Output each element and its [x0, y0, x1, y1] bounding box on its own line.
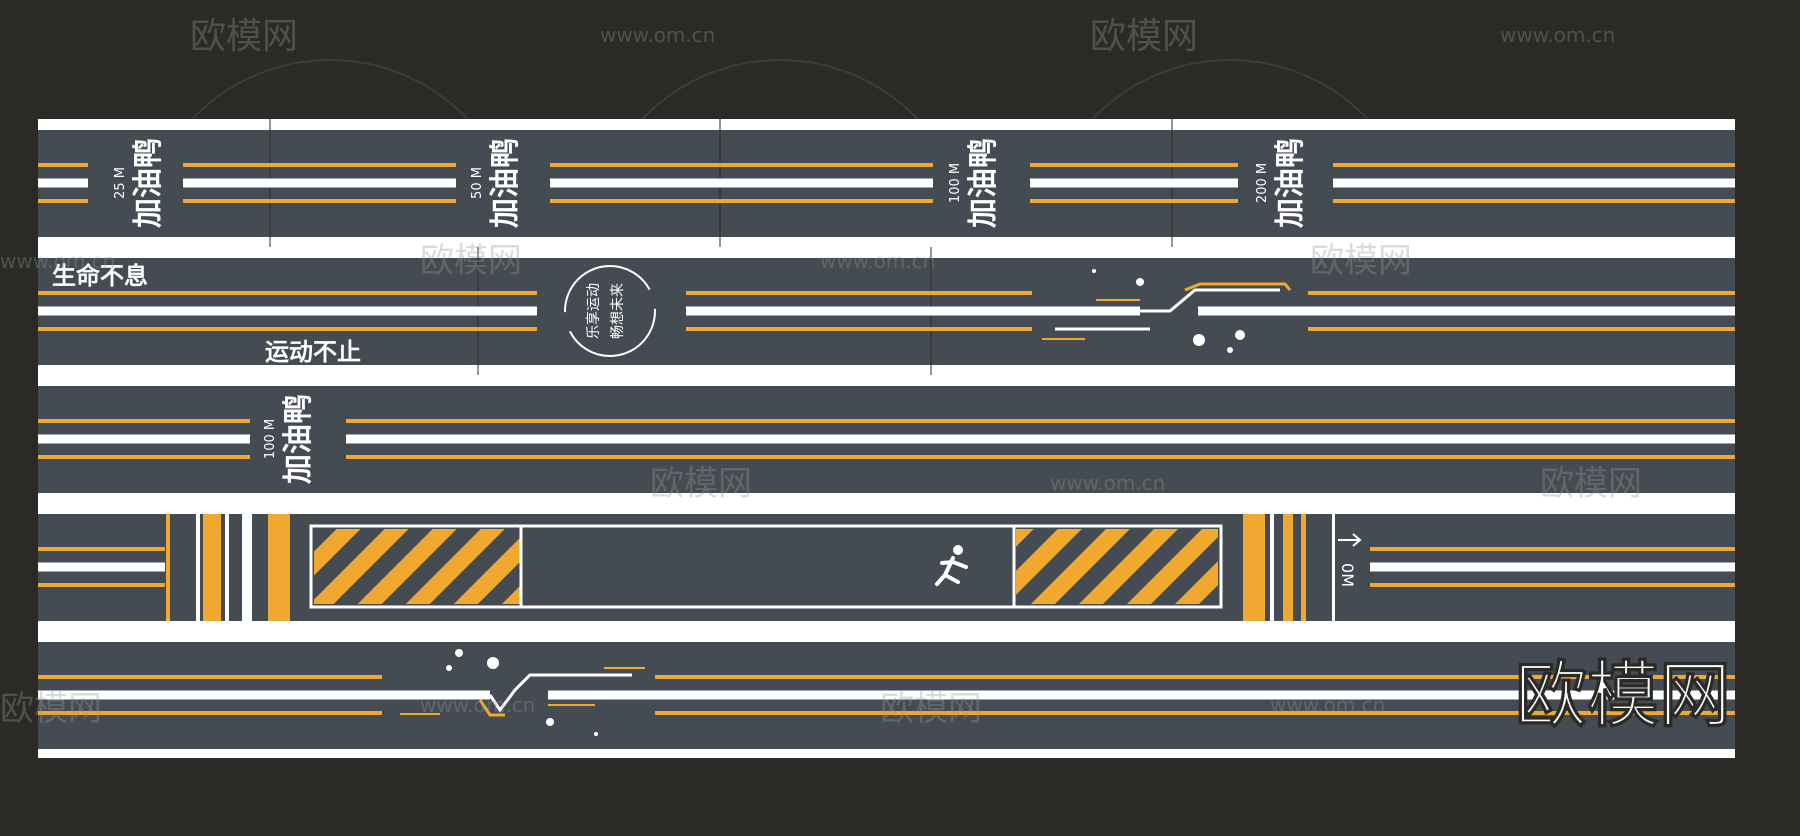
- svg-text:欧模网: 欧模网: [1540, 464, 1642, 504]
- svg-text:欧模网: 欧模网: [420, 241, 522, 281]
- svg-text:100 M: 100 M: [948, 163, 963, 203]
- svg-text:加油鸭: 加油鸭: [488, 138, 523, 228]
- svg-text:加油鸭: 加油鸭: [131, 138, 166, 228]
- svg-text:www.om.cn: www.om.cn: [0, 249, 115, 273]
- svg-text:50 M: 50 M: [470, 167, 485, 199]
- svg-text:www.om.cn: www.om.cn: [1050, 471, 1165, 495]
- svg-text:加油鸭: 加油鸭: [966, 138, 1001, 228]
- svg-text:加油鸭: 加油鸭: [1273, 138, 1308, 228]
- svg-text:加油鸭: 加油鸭: [281, 394, 316, 484]
- runner-icon: [935, 545, 968, 586]
- marker-100m: 加油鸭 100 M: [948, 138, 1001, 228]
- speed-graphic-2: [400, 649, 645, 736]
- badge-circle: 乐享运动 畅想未来: [564, 265, 656, 357]
- slogan-top: 生命不息: [52, 262, 148, 290]
- arrow-right-icon: [1338, 533, 1362, 547]
- overlay-watermarks: www.om.cn 欧模网 www.om.cn 欧模网 欧模网 www.om.c…: [0, 241, 1642, 729]
- speed-graphic: [1042, 269, 1292, 353]
- strip-3: 加油鸭 100 M: [38, 386, 1735, 493]
- svg-text:欧模网: 欧模网: [650, 464, 752, 504]
- strip-2: 生命不息 运动不止 乐享运动 畅想未来: [38, 247, 1735, 375]
- marker-25m: 加油鸭 25 M: [113, 138, 166, 228]
- watermark-brand: 欧模网: [190, 16, 298, 57]
- svg-text:欧模网: 欧模网: [0, 689, 102, 729]
- watermark-url: www.om.cn: [1500, 23, 1615, 47]
- svg-text:100 M: 100 M: [263, 419, 278, 459]
- watermark-url: www.om.cn: [600, 23, 715, 47]
- svg-text:25 M: 25 M: [113, 167, 128, 199]
- big-watermark-brand: 欧模网: [1515, 653, 1731, 737]
- strip-1: 加油鸭 25 M 加油鸭 50 M 加油鸭 100 M 加油鸭 200 M: [38, 119, 1735, 247]
- watermark-brand: 欧模网: [1090, 16, 1198, 57]
- svg-text:欧模网: 欧模网: [1310, 241, 1412, 281]
- marker-50m: 加油鸭 50 M: [470, 138, 523, 228]
- svg-text:畅想未来: 畅想未来: [610, 283, 626, 339]
- slogan-bottom: 运动不止: [265, 338, 361, 366]
- svg-text:www.om.cn: www.om.cn: [420, 693, 535, 717]
- start-label: 0M: [1338, 563, 1357, 587]
- strip-4: 0M: [38, 514, 1735, 621]
- svg-text:200 M: 200 M: [1255, 163, 1270, 203]
- svg-text:www.om.cn: www.om.cn: [820, 249, 935, 273]
- top-watermark-1: 欧模网 www.om.cn 欧模网 www.om.cn: [190, 16, 1615, 57]
- svg-text:0M: 0M: [1338, 563, 1357, 587]
- svg-text:欧模网: 欧模网: [880, 689, 982, 729]
- marker-200m: 加油鸭 200 M: [1255, 138, 1308, 228]
- svg-text:乐享运动: 乐享运动: [585, 283, 602, 339]
- marker-100m-strip3: 加油鸭 100 M: [263, 394, 316, 484]
- strip-5: 欧模网: [38, 642, 1735, 749]
- svg-text:www.om.cn: www.om.cn: [1270, 693, 1385, 717]
